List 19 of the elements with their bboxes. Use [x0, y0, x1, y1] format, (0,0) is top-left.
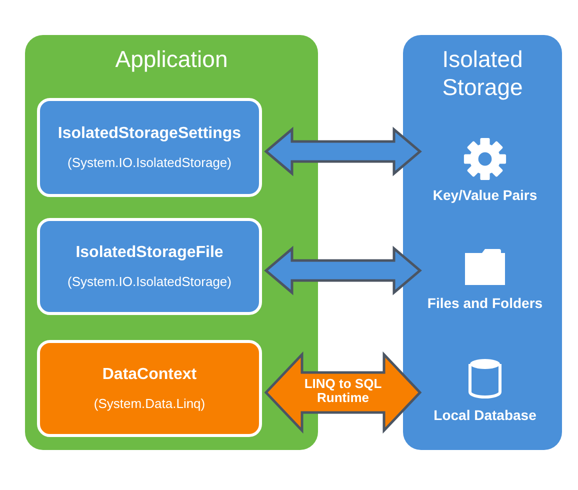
class-name: IsolatedStorageSettings	[58, 125, 242, 143]
namespace-label: (System.IO.IsolatedStorage)	[67, 155, 232, 170]
panel	[403, 35, 562, 450]
class-name: DataContext	[102, 366, 197, 384]
storage-label: Files and Folders	[427, 295, 543, 311]
panel-title: Application	[114, 45, 229, 73]
namespace-label: (System.Data.Linq)	[94, 396, 206, 411]
class-box	[37, 98, 262, 197]
class-box	[37, 340, 262, 437]
storage-label: Key/Value Pairs	[432, 187, 538, 203]
double-arrow	[264, 126, 422, 176]
double-arrow	[264, 246, 422, 296]
storage-label: Local Database	[434, 407, 536, 423]
class-name: IsolatedStorageFile	[76, 244, 224, 262]
class-box	[37, 218, 262, 315]
double-arrow	[264, 351, 422, 434]
panel-title: Isolated Storage	[441, 45, 524, 101]
edge-label: LINQ to SQL Runtime	[303, 376, 383, 404]
namespace-label: (System.IO.IsolatedStorage)	[67, 274, 232, 289]
